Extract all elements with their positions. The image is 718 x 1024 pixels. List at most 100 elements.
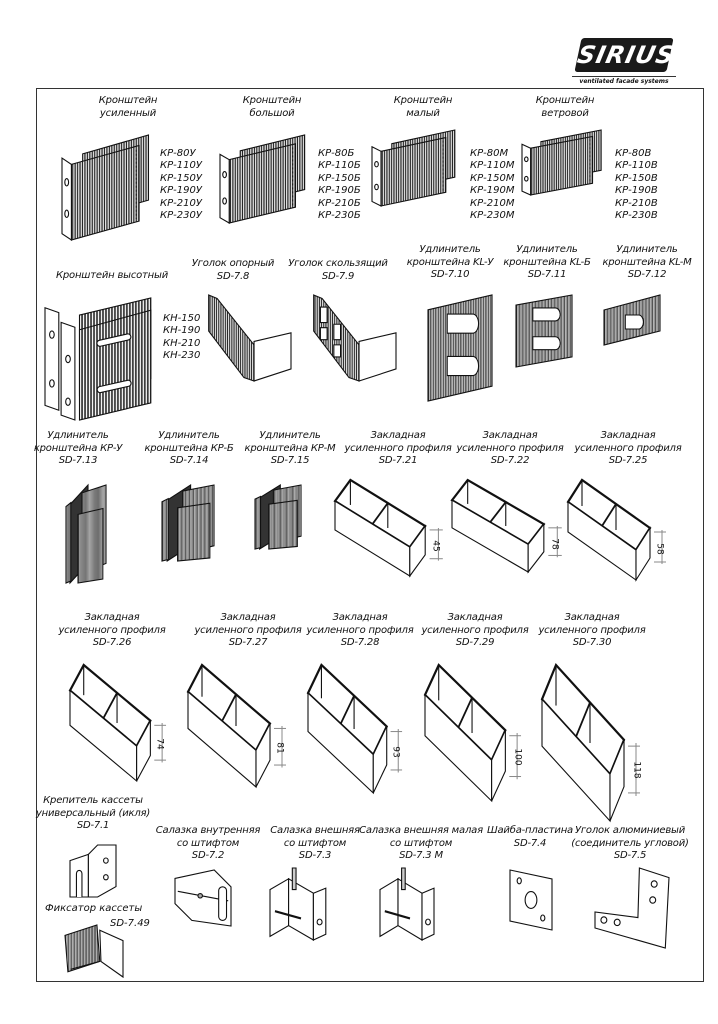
product-title-line: кронштейна КР-У bbox=[33, 442, 123, 454]
logo-tagline: ventilated facade systems bbox=[572, 76, 676, 85]
product-title-line: Удлинитель bbox=[259, 430, 321, 441]
product-title-line: Закладная bbox=[220, 612, 276, 623]
dimension-label: 78 bbox=[549, 538, 560, 550]
product-title-line: универсальный (икля) bbox=[35, 807, 151, 819]
slide-drawing bbox=[175, 870, 231, 926]
product-title-line: Закладная bbox=[600, 430, 656, 441]
product-title-line: Удлинитель bbox=[419, 244, 481, 255]
model-code: КН-190 bbox=[163, 325, 201, 337]
profile-insert-drawing bbox=[542, 665, 642, 821]
product-title-line: SD-7.29 bbox=[455, 637, 495, 648]
product-title-line: SD-7.25 bbox=[608, 455, 648, 466]
product-title-line: усиленного профиля bbox=[538, 624, 646, 636]
bracket-drawing bbox=[62, 135, 156, 240]
plate2-drawing bbox=[428, 295, 492, 401]
dimension-label: 81 bbox=[274, 742, 285, 754]
product-title-line: кронштейна KL-У bbox=[406, 256, 494, 268]
product-title-line: SD-7.14 bbox=[169, 455, 209, 466]
product-title-line: Крепитель кассеты bbox=[43, 795, 143, 806]
product-title-line: усиленного профиля bbox=[194, 624, 302, 636]
model-code: КН-150 bbox=[163, 313, 201, 324]
bracket-drawing bbox=[522, 130, 608, 195]
product-title-line: Уголок скользящий bbox=[288, 258, 388, 269]
model-code: КН-230 bbox=[163, 350, 201, 362]
product-title-line: SD-7.10 bbox=[430, 269, 470, 280]
product-title-line: SD-7.13 bbox=[58, 455, 98, 466]
model-code: КР-230Б bbox=[318, 210, 361, 222]
bracket-drawing bbox=[220, 135, 312, 223]
dimension-label: 93 bbox=[391, 746, 402, 758]
hprof-drawing bbox=[66, 485, 106, 583]
angle-drawing bbox=[207, 295, 291, 381]
product-title-line: усиленный bbox=[99, 107, 157, 119]
dimension-label: 100 bbox=[512, 748, 523, 766]
profile-insert-drawing bbox=[425, 665, 523, 801]
model-code: КР-230У bbox=[160, 210, 202, 222]
model-code: КР-190У bbox=[160, 185, 202, 197]
product-title-line: малый bbox=[406, 107, 440, 119]
model-code: КР-150Б bbox=[318, 172, 361, 184]
product-title-line: SD-7.22 bbox=[490, 455, 530, 466]
dimension-label: 45 bbox=[430, 540, 441, 553]
product-title-line: SD-7.11 bbox=[527, 269, 567, 280]
product-title-line: SD-7.27 bbox=[228, 637, 268, 648]
product-title-line: SD-7.26 bbox=[92, 637, 132, 648]
product-title-line: Кронштейн bbox=[242, 95, 302, 106]
product-title-line: SD-7.2 bbox=[191, 850, 225, 861]
product-title: Уголок алюминиевый(соединитель угловой)S… bbox=[571, 825, 689, 863]
product-title-line: SD-7.30 bbox=[572, 637, 612, 648]
product-title-line: кронштейна КР-Б bbox=[144, 442, 234, 454]
product-title-line: SD-7.5 bbox=[613, 850, 647, 861]
product-title-line: кронштейна КР-М bbox=[244, 442, 336, 454]
product-title-line: Закладная bbox=[564, 612, 620, 623]
product-title-line: SD-7.15 bbox=[270, 455, 310, 466]
model-code: КР-210В bbox=[615, 197, 658, 209]
product-title-line: Закладная bbox=[332, 612, 388, 623]
product-title-line: Закладная bbox=[447, 612, 503, 623]
bracket-drawing bbox=[372, 130, 462, 206]
product-title-line: Салазка внешняя малая bbox=[359, 825, 483, 836]
tall-drawing bbox=[45, 298, 160, 420]
product-title-line: Уголок алюминиевый bbox=[574, 825, 686, 836]
product-title-line: Закладная bbox=[370, 430, 426, 441]
product-title: Фиксатор кассеты bbox=[45, 903, 143, 914]
product-title-line: кронштейна KL-М bbox=[602, 256, 692, 268]
model-code: КР-230В bbox=[615, 210, 658, 222]
hprof-drawing bbox=[255, 485, 301, 549]
washer-drawing bbox=[510, 870, 552, 930]
model-code: КР-110У bbox=[160, 160, 202, 172]
profile-insert-drawing bbox=[308, 665, 404, 793]
product-title-line: (соединитель угловой) bbox=[571, 837, 689, 849]
model-code: КР-210М bbox=[470, 197, 515, 209]
product-title-line: SD-7.4 bbox=[513, 837, 547, 849]
product-title-line: SD-7.3 bbox=[298, 850, 332, 861]
product-title-line: SD-7.1 bbox=[76, 820, 110, 831]
corner-drawing bbox=[595, 868, 669, 948]
product-title-line: усиленного профиля bbox=[456, 442, 564, 454]
model-code: КР-230М bbox=[470, 210, 515, 222]
model-code: КР-110В bbox=[615, 160, 658, 172]
product-title-line: большой bbox=[249, 107, 295, 119]
plate1-drawing bbox=[604, 295, 660, 345]
model-code: КР-150У bbox=[160, 172, 202, 184]
profile-insert-drawing bbox=[452, 480, 564, 572]
